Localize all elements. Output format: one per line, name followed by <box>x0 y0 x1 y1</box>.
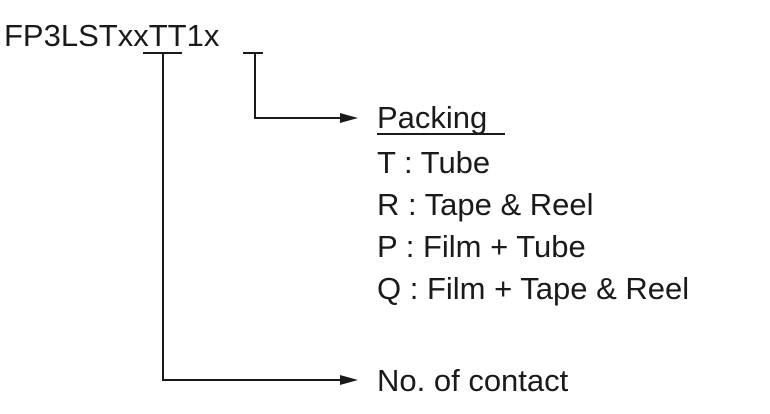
packing-option-tape-reel: R : Tape & Reel <box>377 187 594 222</box>
packing-option-film-tape-reel: Q : Film + Tape & Reel <box>377 271 689 306</box>
packing-option-tube: T : Tube <box>377 145 490 180</box>
contact-label: No. of contact <box>377 363 569 398</box>
part-number-packing-field: x <box>204 18 220 53</box>
packing-heading: Packing <box>377 100 487 135</box>
packing-leader-line <box>254 53 340 119</box>
part-number-prefix: FP3LST <box>4 18 118 53</box>
part-number-middle: TT1 <box>149 18 204 53</box>
packing-option-film-tube: P : Film + Tube <box>377 229 586 264</box>
contact-arrowhead <box>340 375 358 385</box>
part-number-code: FP3LSTxxTT1x <box>4 18 220 53</box>
packing-arrowhead <box>340 113 358 123</box>
contact-leader-line <box>162 53 340 381</box>
part-number-contact-field: xx <box>118 18 150 53</box>
